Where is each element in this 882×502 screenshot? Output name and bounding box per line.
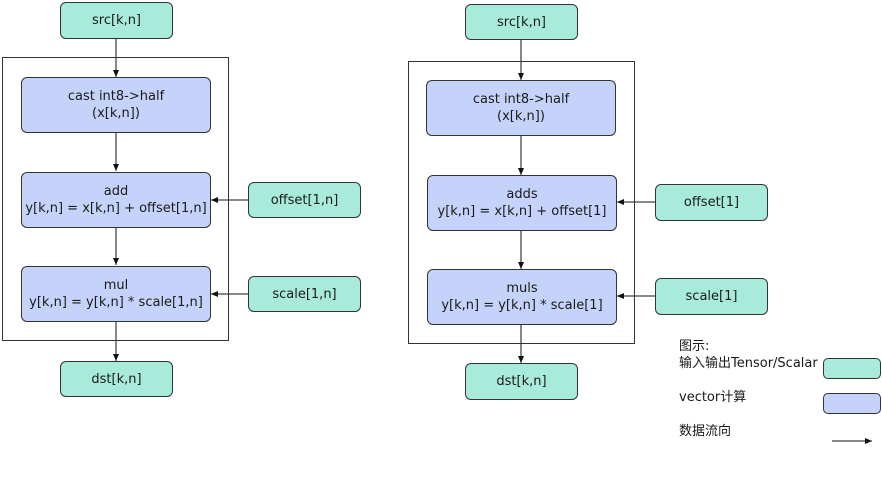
right-cast-node: cast int8->half (x[k,n]) [426,80,616,136]
right-scale-label: scale[1] [685,289,738,304]
legend-flow-label: 数据流向 [679,424,732,439]
left-mul-expr: y[k,n] = y[k,n] * scale[1,n] [29,295,203,310]
left-src-node: src[k,n] [60,2,173,39]
right-adds-node: adds y[k,n] = x[k,n] + offset[1] [427,175,617,231]
right-dst-label: dst[k,n] [496,374,547,389]
left-offset-label: offset[1,n] [270,192,339,208]
right-src-node: src[k,n] [465,4,578,40]
left-add-title: add [103,184,129,199]
right-dst-node: dst[k,n] [465,363,578,400]
legend-io-swatch [823,358,881,379]
left-scale-label: scale[1,n] [272,286,337,302]
right-cast-title: cast int8->half [472,92,570,107]
right-muls-expr: y[k,n] = y[k,n] * scale[1] [441,298,603,313]
left-mul-node: mul y[k,n] = y[k,n] * scale[1,n] [21,266,211,322]
legend-vector-label: vector计算 [679,390,747,405]
right-muls-node: muls y[k,n] = y[k,n] * scale[1] [427,269,617,325]
right-scale-node: scale[1] [655,278,768,315]
right-adds-expr: y[k,n] = x[k,n] + offset[1] [437,204,607,219]
left-dst-node: dst[k,n] [60,361,173,397]
left-cast-expr: (x[k,n]) [92,106,140,121]
left-scale-node: scale[1,n] [248,276,361,312]
right-muls-title: muls [506,281,538,296]
right-offset-node: offset[1] [655,184,768,221]
legend-io-label: 输入输出Tensor/Scalar [679,356,818,371]
right-adds-title: adds [506,187,538,202]
left-offset-node: offset[1,n] [248,182,361,218]
right-src-label: src[k,n] [496,14,547,30]
left-src-label: src[k,n] [91,13,142,28]
left-add-expr: y[k,n] = x[k,n] + offset[1,n] [25,201,207,216]
left-cast-node: cast int8->half (x[k,n]) [21,77,211,133]
left-cast-title: cast int8->half [67,89,165,104]
legend-title: 图示: [679,339,710,354]
left-vector-frame [2,57,229,341]
right-vector-frame [408,61,635,344]
right-cast-expr: (x[k,n]) [497,109,545,124]
right-offset-label: offset[1] [683,195,740,210]
left-dst-label: dst[k,n] [91,371,142,387]
left-add-node: add y[k,n] = x[k,n] + offset[1,n] [21,172,211,228]
legend-vector-swatch [823,393,881,414]
left-mul-title: mul [103,278,129,293]
